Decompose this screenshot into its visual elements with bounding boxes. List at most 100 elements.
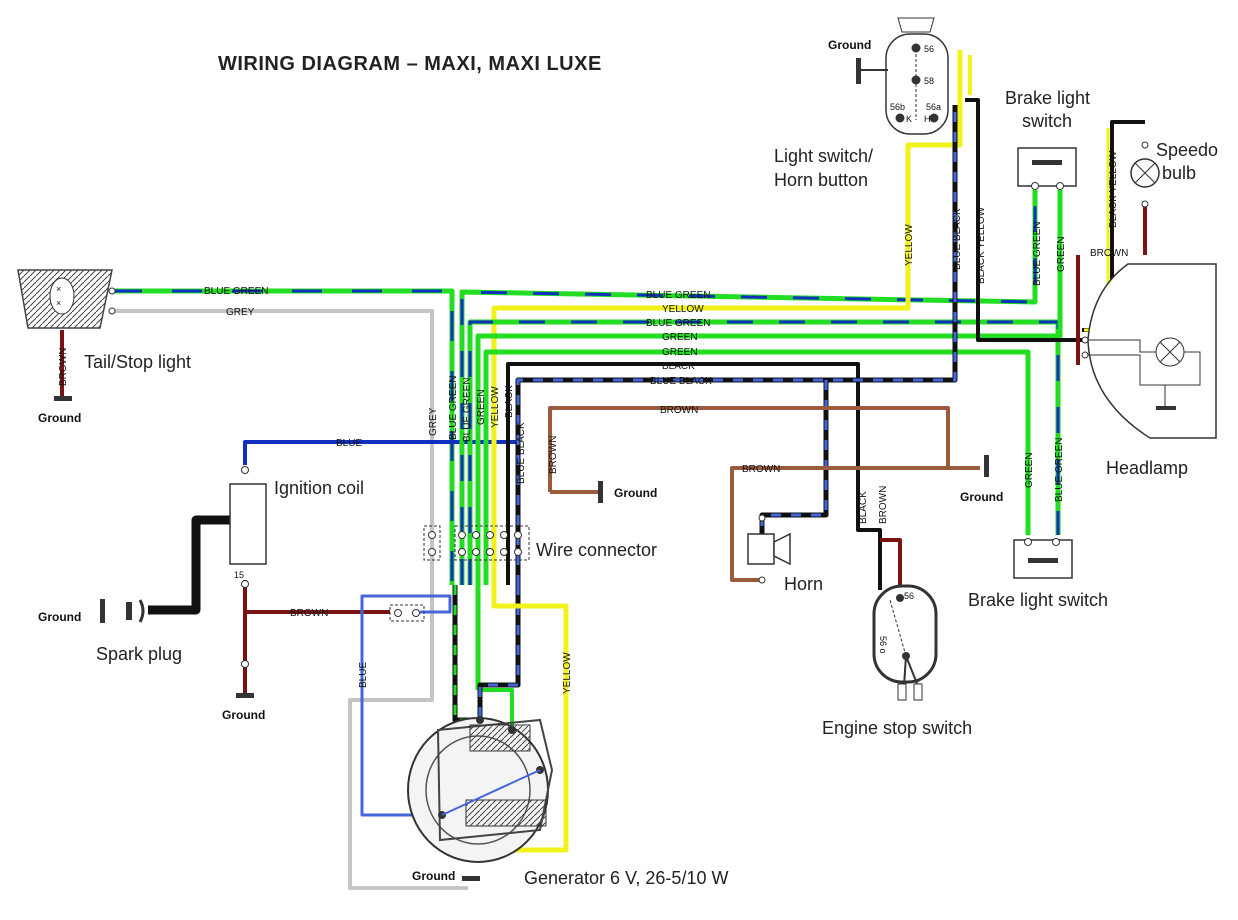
wire-label: BLUE [336, 438, 362, 449]
ground-label-lightswitch: Ground [828, 38, 871, 52]
ls-pin-56b: 56b [890, 102, 905, 112]
wire-labels: BLUE GREEN GREY BROWN BLUE GREY BLUE GRE… [58, 150, 1128, 694]
wire-label: BLACK YELLOW [1108, 150, 1119, 228]
wire-label: BROWN [548, 436, 559, 474]
brake-light-switch-top [1017, 147, 1077, 190]
wire-harness-blue-green-2 [467, 319, 1061, 585]
wire-label: BLUE BLACK [516, 422, 527, 484]
wire-speedo-brown [1076, 205, 1147, 365]
wire-gen-yellow [491, 585, 569, 853]
wire-brown-horn [730, 466, 948, 582]
wire-harness-yellow [491, 50, 963, 585]
wire-tail-grey [112, 309, 468, 890]
ground-label-tail: Ground [38, 411, 81, 425]
wire-label: GREEN [1024, 452, 1035, 488]
es-pin-56: 56 [904, 591, 914, 601]
wire-label: BROWN [1090, 248, 1128, 259]
ground-label-generator: Ground [412, 869, 455, 883]
engine-stop-switch-label: Engine stop switch [822, 718, 972, 738]
brake-light-switch-bottom [1013, 538, 1073, 579]
wire-label: BLUE BLACK [952, 208, 963, 270]
wire-label: BLUE GREEN [1032, 222, 1043, 286]
light-switch-horn-button [860, 17, 949, 135]
ls-pin-k: K [906, 114, 912, 124]
es-pin-56o: 56 o [878, 636, 888, 654]
wire-label: BLACK [504, 385, 515, 418]
brake-light-switch-bottom-label: Brake light switch [968, 590, 1108, 610]
tail-stop-light: × × [17, 269, 116, 329]
wire-coil-brown [243, 580, 390, 695]
wire-label: BROWN [742, 464, 780, 475]
wire-black-yellow-ls [965, 98, 1085, 342]
wire-label: GREEN [662, 332, 698, 343]
horn-label: Horn [784, 574, 823, 594]
wire-label: BROWN [660, 405, 698, 416]
light-switch-label: Light switch/ Horn button [774, 146, 878, 190]
spark-plug-label: Spark plug [96, 644, 182, 664]
ground-icon [54, 58, 989, 881]
headlamp [1081, 263, 1217, 439]
wire-gen-blue-black [477, 585, 521, 720]
wire-label: YELLOW [904, 224, 915, 266]
wire-label: BLUE BLACK [650, 376, 712, 387]
wire-label: GREEN [476, 389, 487, 425]
svg-text:×: × [56, 284, 61, 294]
coil-pin-15: 15 [234, 570, 244, 580]
tail-stop-light-label: Tail/Stop light [84, 352, 191, 372]
ls-pin-58: 58 [924, 76, 934, 86]
headlamp-label: Headlamp [1106, 458, 1188, 478]
wire-label: BROWN [58, 348, 69, 386]
speedo-bulb-label: Speedo bulb [1156, 140, 1223, 183]
speedo-bulb-line1: Speedo [1156, 140, 1218, 160]
light-switch-label-line1: Light switch/ [774, 146, 873, 166]
wire-label: GREY [226, 307, 255, 318]
speedo-bulb [1130, 141, 1160, 208]
wire-label: YELLOW [490, 386, 501, 428]
wire-generator-blue [360, 594, 540, 817]
wire-label: BLUE GREEN [448, 376, 459, 440]
wire-label: GREEN [1056, 236, 1067, 272]
ground-label-brown: Ground [614, 486, 657, 500]
brake-light-switch-top-line1: Brake light [1005, 88, 1090, 108]
horn [747, 514, 791, 584]
wire-label: BLUE GREEN [646, 318, 710, 329]
wire-label: BLUE GREEN [462, 378, 473, 442]
wire-harness-blue-black [515, 105, 958, 585]
light-switch-label-line2: Horn button [774, 170, 868, 190]
wire-label: BLACK [858, 491, 869, 524]
ground-label-coil: Ground [222, 708, 265, 722]
brake-light-switch-top-line2: switch [1022, 111, 1072, 131]
wire-label: BROWN [290, 608, 328, 619]
wire-brown-ground [548, 406, 980, 492]
generator-label: Generator 6 V, 26-5/10 W [524, 868, 728, 888]
wiring [60, 50, 1147, 890]
engine-stop-switch [872, 584, 938, 701]
ls-pin-56a: 56a [926, 102, 941, 112]
wire-label: GREEN [662, 347, 698, 358]
wire-spark-black [148, 515, 230, 615]
wire-label: YELLOW [562, 652, 573, 694]
ground-label-horn: Ground [960, 490, 1003, 504]
wire-label: BLUE GREEN [204, 286, 268, 297]
wire-harness-blue-green-1 [459, 190, 1038, 585]
diagram-title: WIRING DIAGRAM – MAXI, MAXI LUXE [218, 53, 602, 75]
wire-coil-blue [243, 440, 520, 465]
wire-label: BLUE GREEN [646, 290, 710, 301]
wire-label: GREY [428, 407, 439, 436]
ignition-coil-label: Ignition coil [274, 478, 364, 498]
wire-label: BROWN [878, 486, 889, 524]
spark-plug [126, 599, 145, 623]
ls-pin-h: H [924, 114, 931, 124]
svg-text:×: × [56, 298, 61, 308]
ignition-coil [229, 466, 267, 668]
wire-harness-green-1 [475, 190, 1063, 690]
wire-brown-stopswitch [880, 538, 902, 590]
wire-harness-green-2 [483, 349, 1031, 585]
wire-connector [389, 525, 530, 622]
wire-label: BLACK [662, 361, 695, 372]
speedo-bulb-line2: bulb [1162, 163, 1196, 183]
wire-label: YELLOW [662, 304, 704, 315]
wire-horn-blue-black [759, 380, 829, 540]
wire-label: BLUE GREEN [1054, 438, 1065, 502]
